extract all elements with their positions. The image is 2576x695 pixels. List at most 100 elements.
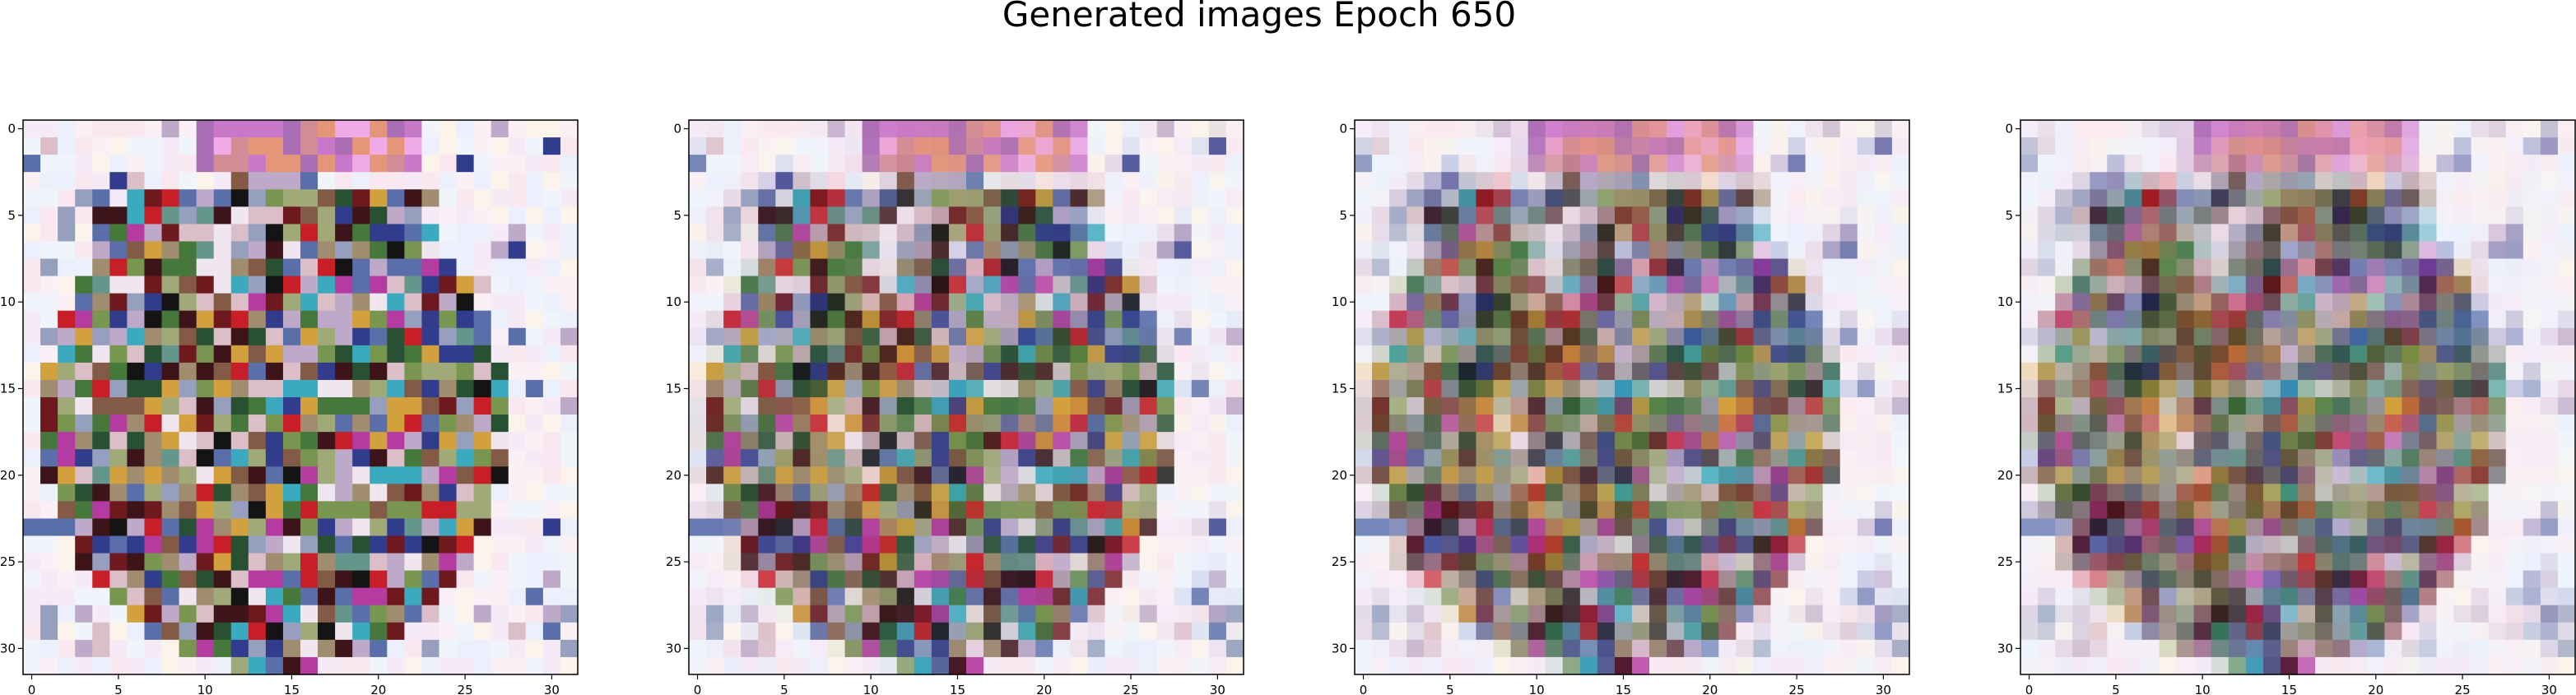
pixel [1070,293,1089,312]
pixel [560,535,579,554]
pixel [2193,484,2212,502]
pixel [723,397,742,415]
pixel [1389,570,1407,589]
pixel [2124,570,2143,589]
pixel [1649,397,1667,415]
pixel [213,553,232,572]
pixel [2471,276,2490,294]
pixel [1174,362,1193,381]
pixel [560,241,579,260]
pixel [2384,449,2402,467]
pixel [473,605,492,623]
pixel [1372,466,1390,484]
pixel [775,362,793,381]
pixel [741,535,759,554]
pixel [2055,224,2073,243]
pixel [2280,397,2299,415]
pixel [983,570,1002,589]
pixel [879,466,898,484]
pixel [1562,553,1581,572]
pixel [862,379,881,398]
pixel [491,553,509,572]
pixel [1527,484,1546,502]
pixel [2367,622,2385,641]
pixel [2107,120,2125,138]
pixel [2262,137,2281,155]
pixel [473,570,492,589]
pixel [2523,415,2541,433]
pixel [827,172,846,190]
pixel [689,570,707,589]
pixel [1122,327,1141,346]
pixel [2332,449,2350,467]
pixel [1597,639,1616,658]
pixel [2107,327,2125,346]
pixel [2176,553,2195,572]
pixel [525,189,544,207]
pixel [914,293,932,312]
pixel [2193,293,2212,312]
pixel [1649,241,1667,260]
pixel [491,120,509,138]
pixel [335,206,353,225]
pixel [931,327,950,346]
pixel [2159,379,2178,398]
pixel [23,501,41,520]
pixel [862,276,881,294]
pixel [2367,206,2385,225]
pixel [23,379,41,398]
pixel [1718,241,1737,260]
pixel [23,345,41,364]
pixel [1684,258,1702,277]
pixel [1191,466,1210,484]
pixel [793,155,811,173]
pixel [1053,570,1071,589]
pixel [741,432,759,450]
pixel [1822,172,1841,190]
pixel [2436,605,2455,623]
pixel [1424,310,1442,329]
pixel [844,241,863,260]
pixel [2488,570,2507,589]
pixel [265,379,284,398]
pixel [1035,501,1053,520]
pixel [862,362,881,381]
pixel [1718,415,1737,433]
pixel [1139,189,1158,207]
pixel [2055,137,2073,155]
pixel [758,345,776,364]
pixel [1788,639,1806,658]
pixel [2090,639,2108,658]
pixel [1614,362,1633,381]
pixel [2298,501,2316,520]
pixel [92,484,110,502]
pixel [2141,466,2160,484]
pixel [2332,241,2350,260]
pixel [2402,639,2420,658]
pixel [2315,622,2333,641]
pixel [1718,276,1737,294]
pixel [2540,535,2559,554]
pixel [1527,518,1546,537]
pixel [1389,415,1407,433]
pixel [58,189,76,207]
pixel [1874,553,1893,572]
pixel [542,155,561,173]
pixel [179,206,198,225]
pixel [2228,587,2247,606]
pixel [1839,224,1858,243]
pixel [1891,535,1910,554]
pixel [1839,484,1858,502]
pixel [109,310,128,329]
pixel [40,605,58,623]
pixel [1070,570,1089,589]
pixel [827,605,846,623]
pixel [352,622,370,641]
pixel [23,605,41,623]
pixel [542,535,561,554]
pixel [1822,415,1841,433]
pixel [1597,466,1616,484]
pixel [127,587,146,606]
pixel [896,484,915,502]
pixel [1424,327,1442,346]
